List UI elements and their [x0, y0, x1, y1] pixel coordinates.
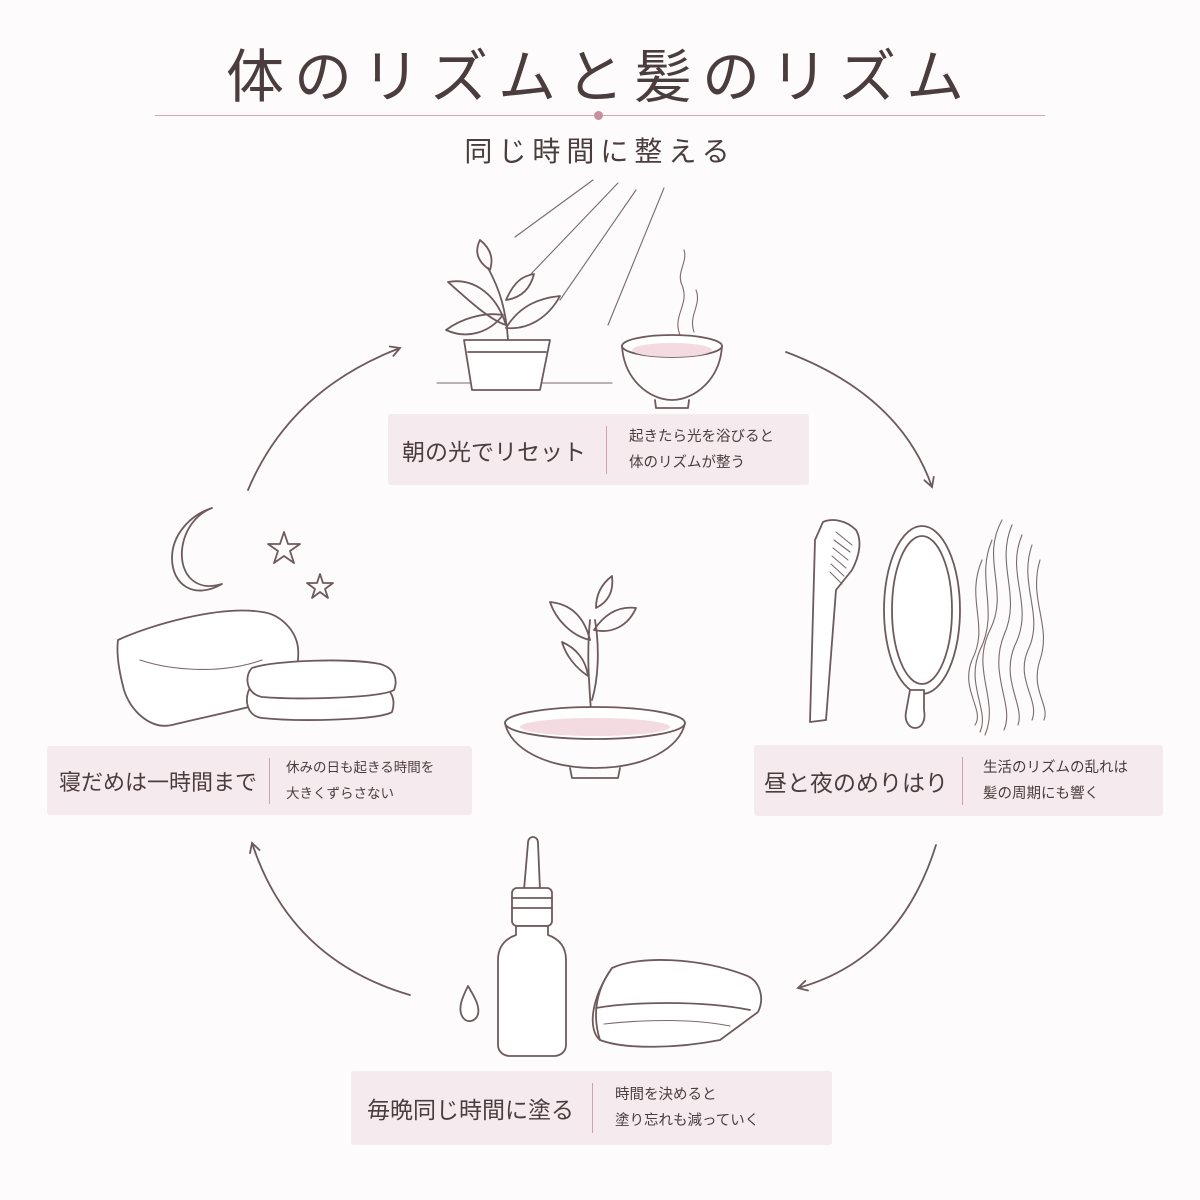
folded-towel-icon	[246, 659, 397, 721]
cycle-arrow-icon	[785, 351, 935, 489]
steaming-bowl-icon	[621, 249, 723, 409]
sun-rays-icon	[514, 179, 665, 326]
step-card-sleep-in: 寝だめは一時間まで 休みの日も起きる時間を 大きくずらさない	[47, 746, 472, 815]
cycle-arrow-icon	[796, 844, 937, 992]
card-separator	[592, 1083, 593, 1133]
step-description: 休みの日も起きる時間を 大きくずらさない	[286, 759, 435, 802]
serum-bottle-icon	[497, 836, 567, 1057]
step-card-nightly-apply: 毎晩同じ時間に塗る 時間を決めると 塗り忘れも減っていく	[351, 1071, 832, 1145]
step-title: 寝だめは一時間まで	[59, 770, 258, 796]
cycle-arrow-icon	[247, 345, 402, 491]
step-title: 昼と夜のめりはり	[764, 770, 948, 797]
card-separator	[606, 425, 607, 474]
hair-strands-icon	[968, 519, 1046, 736]
star-icon	[267, 531, 301, 564]
step-description: 生活のリズムの乱れは 髪の周期にも響く	[983, 759, 1128, 802]
drop-icon	[459, 985, 480, 1022]
moon-icon	[171, 507, 223, 592]
step-title: 朝の光でリセット	[402, 439, 586, 466]
sprout-bowl-icon	[504, 575, 686, 779]
step-description: 時間を決めると 塗り忘れも減っていく	[615, 1087, 760, 1129]
step-description: 起きたら光を浴びると 体のリズムが整う	[629, 428, 774, 471]
card-separator	[269, 757, 271, 804]
potted-plant-icon	[436, 239, 613, 391]
card-separator	[962, 756, 963, 805]
cycle-arrow-icon	[249, 841, 411, 996]
step-card-morning-light: 朝の光でリセット 起きたら光を浴びると 体のリズムが整う	[388, 414, 809, 485]
step-card-day-night: 昼と夜のめりはり 生活のリズムの乱れは 髪の周期にも響く	[754, 745, 1163, 816]
page-title: 体のリズムと髪のリズム	[225, 43, 974, 111]
comb-icon	[809, 519, 861, 723]
divider-dot	[594, 111, 603, 120]
step-title: 毎晩同じ時間に塗る	[367, 1098, 574, 1124]
folded-towel-icon	[591, 959, 762, 1048]
star-icon	[306, 573, 334, 599]
page-subtitle: 同じ時間に整える	[464, 135, 736, 168]
hand-mirror-icon	[883, 525, 961, 729]
